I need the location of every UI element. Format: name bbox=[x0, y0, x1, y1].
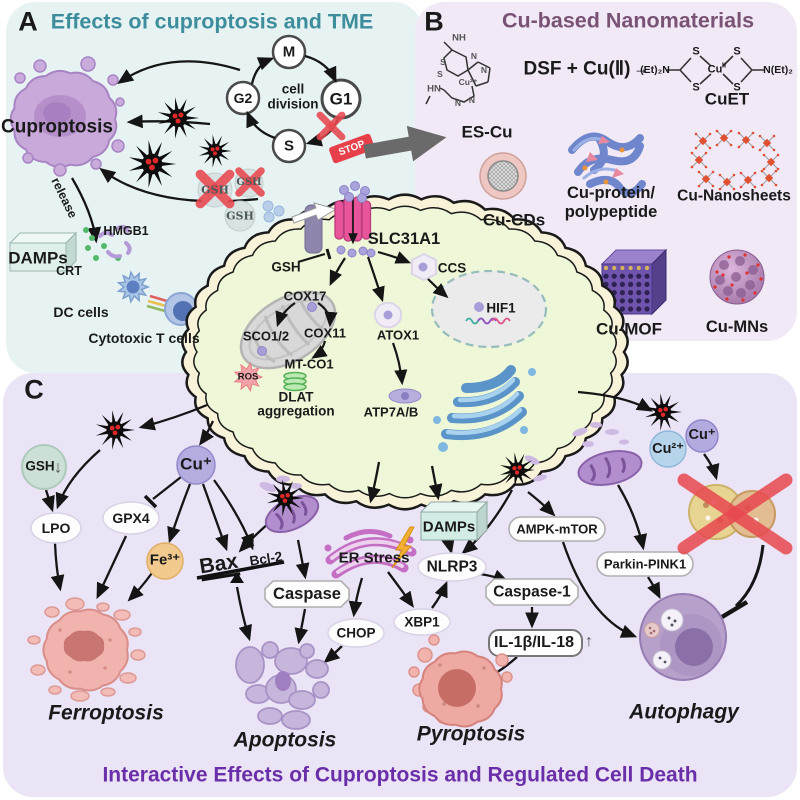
stop-sign bbox=[329, 133, 375, 164]
cu-mns-icon bbox=[709, 249, 765, 305]
atox1-chaperone bbox=[373, 301, 403, 329]
panel-c-arrows bbox=[41, 390, 765, 681]
seesaw bbox=[196, 560, 285, 583]
cu-plus-node bbox=[176, 445, 216, 485]
rounded-boxes bbox=[488, 516, 694, 657]
ccs-chaperone bbox=[411, 252, 437, 282]
cell-cycle bbox=[225, 34, 362, 164]
damps-box-a bbox=[8, 231, 78, 273]
fe3-node bbox=[146, 542, 184, 580]
es-cu-structure bbox=[425, 41, 491, 105]
cuproptosis-cell bbox=[9, 56, 125, 177]
damps-box-c bbox=[419, 500, 489, 542]
cuet-structure bbox=[666, 55, 764, 85]
cu-ion-release bbox=[649, 419, 719, 468]
ferroptosis-cell bbox=[27, 597, 146, 702]
panel-link-arrow bbox=[363, 125, 447, 162]
cu-ion-dots bbox=[262, 181, 376, 258]
er-stress-organelle bbox=[324, 526, 417, 579]
cell-cycle-arrows bbox=[71, 54, 340, 244]
pyroptosis-cell bbox=[408, 634, 513, 728]
slc31a1-channel bbox=[334, 196, 372, 245]
membrane-nanoparticle-mito bbox=[524, 455, 547, 482]
golgi-apparatus bbox=[433, 365, 536, 452]
white-pills bbox=[30, 501, 487, 648]
dna-icon bbox=[465, 317, 511, 325]
damaged-mitochondrion-right bbox=[572, 422, 643, 487]
dc-cell bbox=[116, 270, 151, 304]
blocked-fusion-vesicles bbox=[677, 473, 793, 555]
nucleus bbox=[430, 269, 548, 349]
apoptosis-cell bbox=[235, 641, 330, 730]
autophagy-cell bbox=[639, 593, 727, 681]
atp7ab-protein bbox=[388, 388, 422, 404]
cu-nanosheets-icon bbox=[690, 129, 780, 191]
lightning-icon bbox=[391, 526, 415, 569]
cu-protein-icon bbox=[568, 132, 646, 198]
cu-cds-icon bbox=[479, 152, 527, 200]
caspase-boxes bbox=[264, 578, 579, 608]
importer-rod bbox=[291, 202, 338, 254]
cell-arrows bbox=[275, 248, 449, 386]
gsh-depletion-node bbox=[21, 444, 67, 490]
hmgb1-crt-molecules bbox=[83, 225, 132, 261]
